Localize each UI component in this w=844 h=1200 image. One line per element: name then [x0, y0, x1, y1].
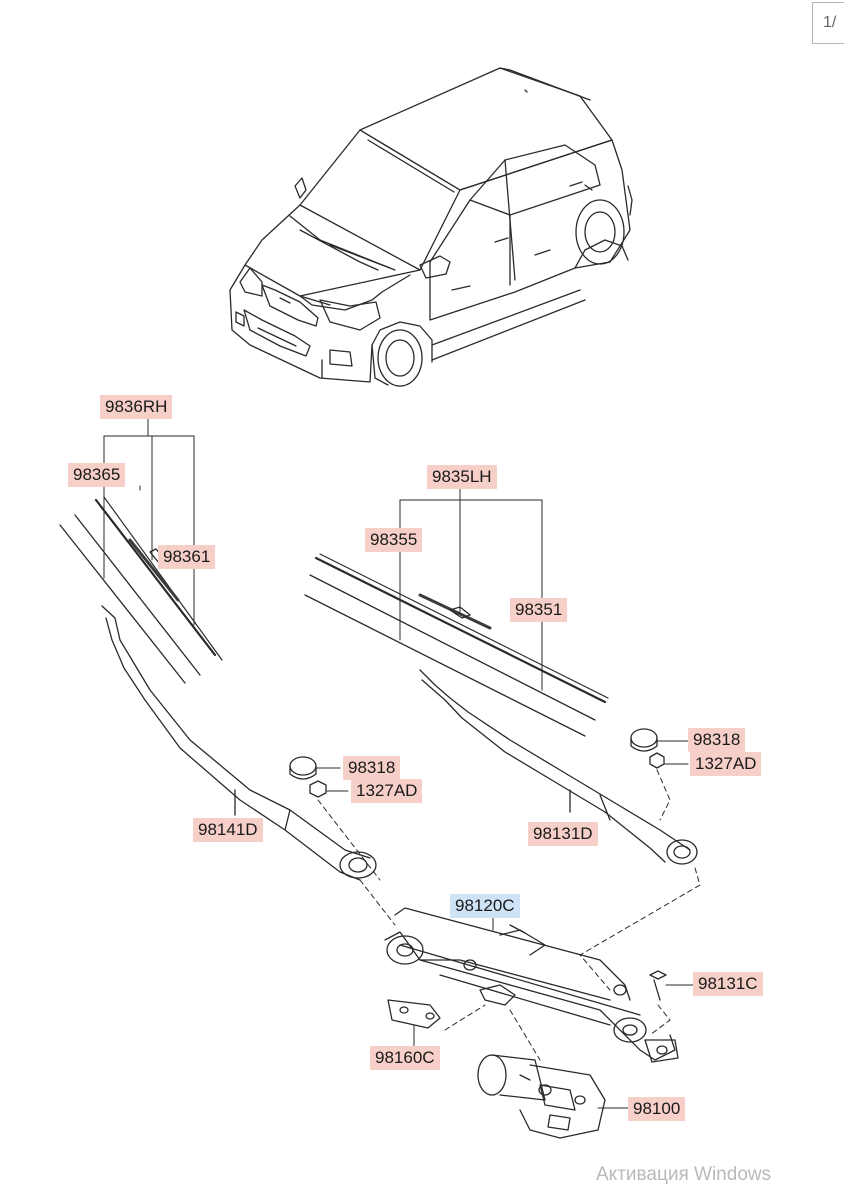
part-label-98120c[interactable]: 98120C [450, 894, 520, 918]
part-label-1327ad-rh[interactable]: 1327AD [351, 779, 423, 803]
linkage-bracket [387, 999, 486, 1049]
rh-leader-lines [103, 417, 195, 626]
part-label-98318-rh[interactable]: 98318 [343, 756, 401, 780]
wiper-motor [477, 1009, 629, 1139]
part-label-98100[interactable]: 98100 [628, 1097, 686, 1121]
part-label-98365[interactable]: 98365 [68, 463, 126, 487]
part-label-98361[interactable]: 98361 [158, 545, 216, 569]
part-label-1327ad-lh[interactable]: 1327AD [690, 752, 762, 776]
rh-wiper-arm [101, 605, 377, 881]
wiper-linkage [384, 907, 696, 1063]
part-label-98351[interactable]: 98351 [510, 598, 568, 622]
lh-wiper-arm [419, 669, 698, 865]
part-label-98318-lh[interactable]: 98318 [688, 728, 746, 752]
rh-cap-nut [289, 756, 396, 926]
windows-activation-watermark: Активация Windows [596, 1164, 772, 1185]
lh-wiper-blade [304, 553, 609, 737]
part-label-98160c[interactable]: 98160C [370, 1046, 440, 1070]
part-label-98131c[interactable]: 98131C [693, 972, 763, 996]
part-label-98355[interactable]: 98355 [365, 528, 423, 552]
lh-leader-lines [399, 487, 543, 691]
car-illustration [229, 67, 633, 387]
part-label-9835lh[interactable]: 9835LH [427, 465, 497, 489]
rh-wiper-blade [59, 496, 223, 684]
part-label-98141d[interactable]: 98141D [193, 818, 263, 842]
part-label-98131d[interactable]: 98131D [528, 822, 598, 846]
part-label-9836rh[interactable]: 9836RH [100, 395, 173, 419]
lh-cap-nut [579, 728, 701, 991]
page-indicator[interactable]: 1/ [812, 2, 844, 44]
